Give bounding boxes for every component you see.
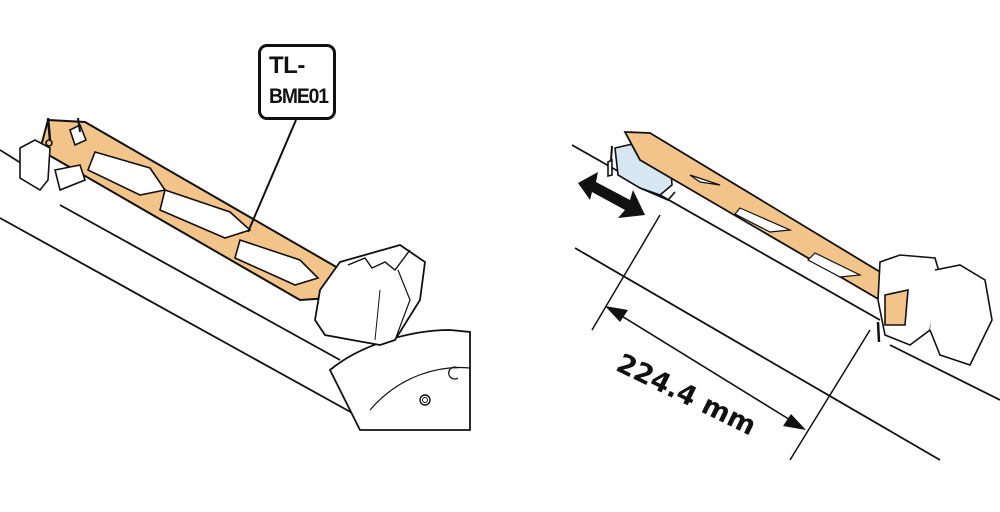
installation-figure-left: TL- BME01: [0, 0, 480, 512]
tool-on-frame-illustration: [0, 117, 471, 431]
right-clip-bracket: [314, 244, 426, 346]
right-bracket: [876, 254, 993, 366]
tool-name-callout: TL- BME01: [258, 44, 336, 120]
motor-housing: [328, 329, 471, 431]
measurement-illustration: [571, 131, 1000, 461]
tool-plate: [623, 131, 912, 307]
installation-figure-right: 224.4 mm: [520, 0, 1000, 512]
callout-leader-line: [247, 119, 297, 233]
dimension-line: [605, 306, 806, 430]
dimension-extension-lines: [591, 214, 871, 461]
tool-name-line1: TL-: [269, 52, 305, 79]
left-clip: [19, 117, 88, 192]
tool-plate: [38, 118, 347, 302]
tool-name-line2: BME01: [269, 85, 329, 108]
slide-direction-arrow: [578, 172, 645, 218]
